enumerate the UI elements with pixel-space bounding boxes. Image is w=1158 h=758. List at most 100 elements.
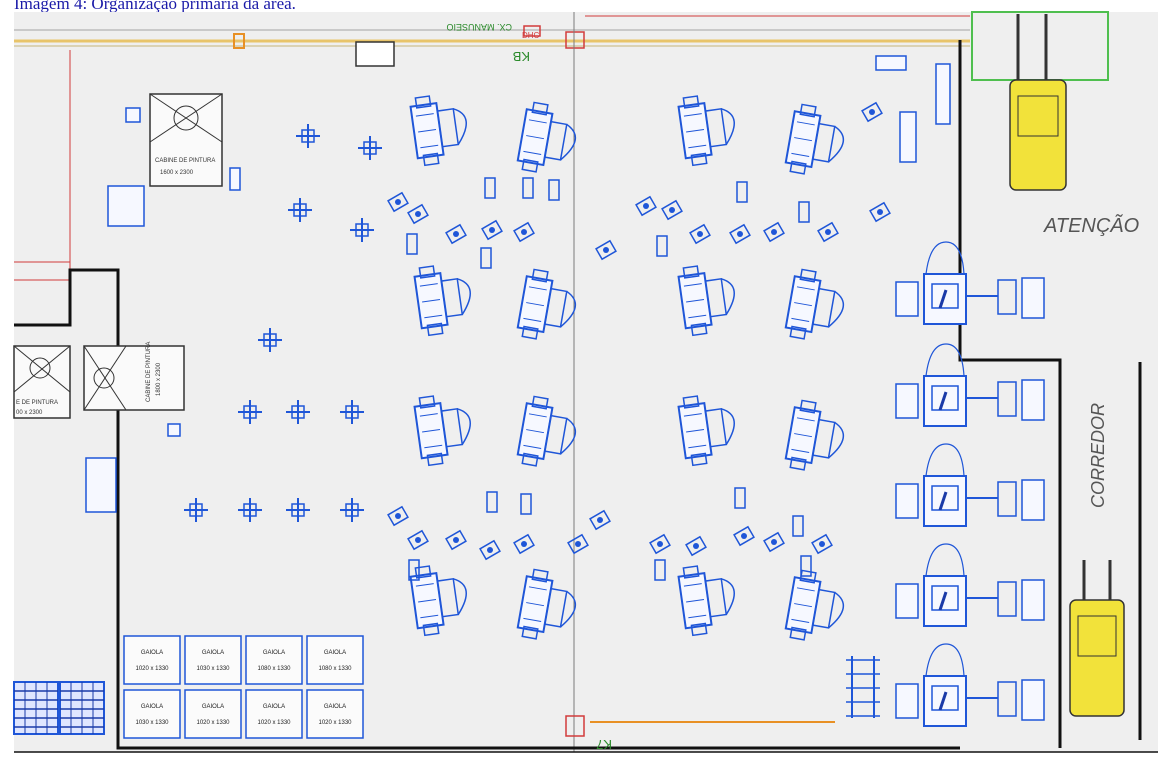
bin-1 (484, 177, 496, 199)
packing-station-5 (895, 643, 1045, 727)
tool-11 (763, 221, 785, 243)
fixture-7 (286, 400, 310, 424)
bin-2 (522, 177, 534, 199)
top-rail (14, 15, 970, 281)
bin-15 (800, 555, 812, 577)
fixture-10 (238, 498, 262, 522)
cage-name: GAIOLA (141, 650, 163, 656)
paint-booth-top: CABINE DE PINTURA 1600 x 2300 (149, 93, 223, 187)
workstation-2 (516, 101, 576, 173)
corridor-label: CORREDOR (1088, 403, 1108, 508)
cabinet-2 (935, 63, 951, 125)
cabinet-7 (107, 185, 145, 227)
workstation-10 (516, 395, 576, 467)
tool-18 (479, 539, 501, 561)
fixture-5 (258, 328, 282, 352)
workstation-11 (677, 395, 735, 467)
fixture-1 (296, 124, 320, 148)
walls (14, 40, 1158, 753)
workstation-1 (409, 95, 467, 167)
cabinet-5 (125, 107, 141, 123)
packing-station-2 (895, 343, 1045, 427)
cage-name: GAIOLA (263, 650, 285, 656)
bin-12 (792, 515, 804, 537)
bin-14 (654, 559, 666, 581)
dhc-label: DHC (522, 31, 540, 40)
workstation-8 (784, 268, 844, 340)
cabinet-6 (167, 423, 181, 437)
workstation-7 (677, 265, 735, 337)
forklift-bottom (1069, 560, 1125, 717)
fixture-9 (184, 498, 208, 522)
booth-top-size: 1600 x 2300 (160, 170, 194, 176)
cage-size: 1020 x 1330 (135, 666, 169, 672)
tool-14 (861, 101, 883, 123)
paint-booth-partial: E DE PINTURA 00 x 2300 (13, 345, 71, 419)
tool-8 (661, 199, 683, 221)
forklift-top (1009, 14, 1067, 191)
bin-8 (656, 235, 668, 257)
attention-label: ATENÇÃO (1043, 213, 1139, 237)
workstation-6 (516, 268, 576, 340)
kb-top-label: KB (513, 49, 530, 64)
tool-4 (481, 219, 503, 241)
cage-name: GAIOLA (324, 704, 346, 710)
cabinet-3 (899, 111, 917, 163)
cage-2: GAIOLA 1030 x 1330 (184, 635, 242, 685)
tool-25 (811, 533, 833, 555)
tool-9 (689, 223, 711, 245)
tool-16 (407, 529, 429, 551)
cage-size: 1020 x 1330 (318, 720, 352, 726)
rack-1 (13, 681, 59, 735)
kb-bottom-label: K7 (596, 737, 612, 752)
tool-12 (817, 221, 839, 243)
workstation-9 (413, 395, 471, 467)
workstation-4 (784, 103, 844, 175)
workstation-12 (784, 399, 844, 471)
tool-1 (387, 191, 409, 213)
booth-partial-size: 00 x 2300 (16, 410, 43, 416)
cage-1: GAIOLA 1020 x 1330 (123, 635, 181, 685)
tool-15 (387, 505, 409, 527)
cage-name: GAIOLA (202, 650, 224, 656)
workstation-14 (516, 568, 576, 640)
cage-size: 1080 x 1330 (318, 666, 352, 672)
fixture-8 (340, 400, 364, 424)
cage-size: 1020 x 1330 (257, 720, 291, 726)
booth-left-name: CABINE DE PINTURA (146, 342, 152, 402)
packing-station-3 (895, 443, 1045, 527)
cage-8: GAIOLA 1020 x 1330 (306, 689, 364, 739)
tool-22 (685, 535, 707, 557)
packing-station-1 (895, 241, 1045, 325)
cabinet-4 (229, 167, 241, 191)
tool-24 (763, 531, 785, 553)
booth-partial-name: E DE PINTURA (16, 400, 58, 406)
tool-26 (589, 509, 611, 531)
cage-size: 1030 x 1330 (196, 666, 230, 672)
bin-10 (520, 493, 532, 515)
tool-19 (513, 533, 535, 555)
cage-name: GAIOLA (202, 704, 224, 710)
storage-racks (13, 656, 880, 735)
paint-booth-left: CABINE DE PINTURA 1800 x 2300 (83, 342, 185, 411)
bin-5 (798, 201, 810, 223)
cx-manuseio-label: CX. MANUSEIO (446, 22, 512, 32)
tool-7 (635, 195, 657, 217)
bin-3 (548, 179, 560, 201)
workstation-15 (677, 565, 735, 637)
bin-6 (406, 233, 418, 255)
fixture-6 (238, 400, 262, 424)
fixture-4 (350, 218, 374, 242)
fixture-2 (358, 136, 382, 160)
fixture-11 (286, 498, 310, 522)
fixture-3 (288, 198, 312, 222)
tool-17 (445, 529, 467, 551)
tool-23 (733, 525, 755, 547)
packing-station-4 (895, 543, 1045, 627)
bin-4 (736, 181, 748, 203)
rack-2 (59, 681, 105, 735)
tool-5 (513, 221, 535, 243)
